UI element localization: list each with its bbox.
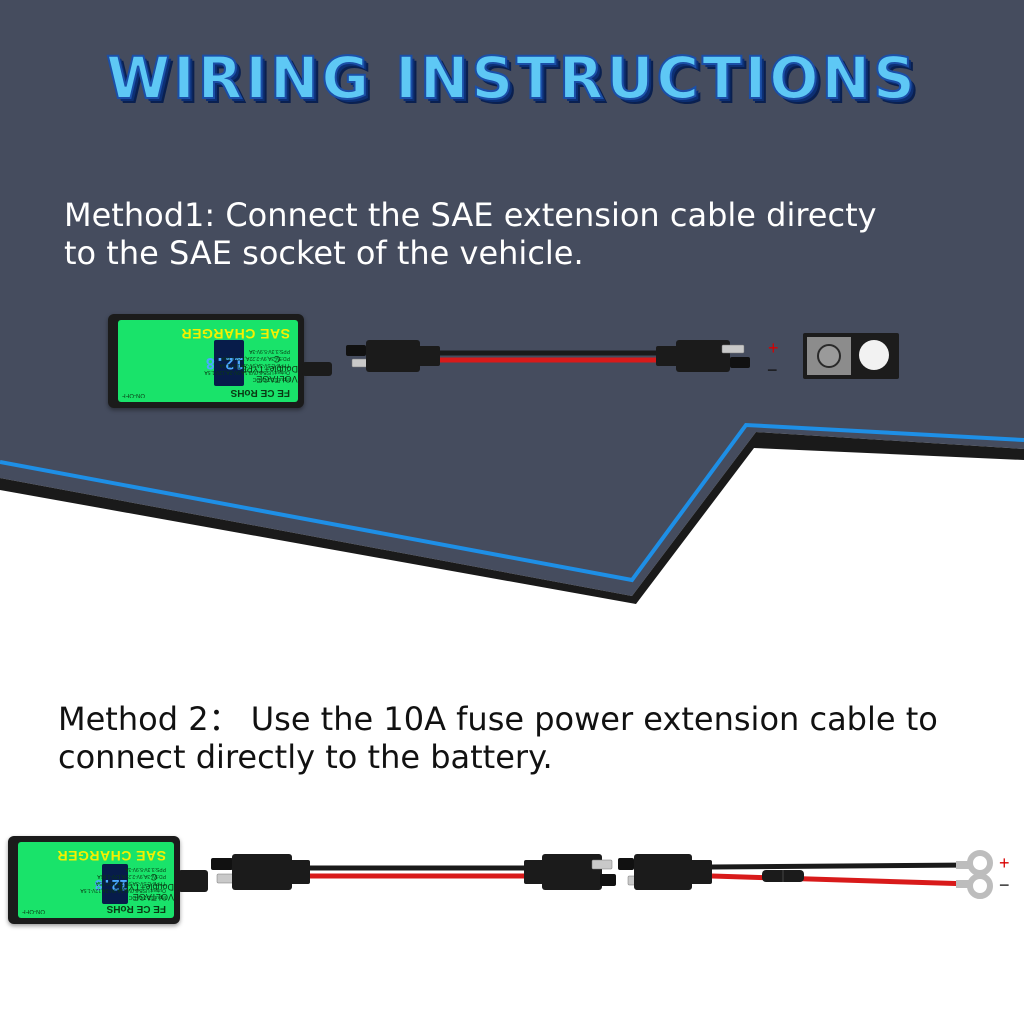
page-title: WIRING INSTRUCTIONS (105, 43, 918, 113)
charger-switch-tab (178, 870, 208, 892)
method2-line1: Method 2： Use the 10A fuse power extensi… (58, 700, 938, 738)
spec-line: PPS:3.3V-5.9V-3A (125, 866, 166, 872)
spec-line: Input:12-24V DC (128, 894, 166, 900)
m2-mid-plug-boot (524, 860, 544, 884)
method2-text: Method 2： Use the 10A fuse power extensi… (58, 700, 998, 776)
m2-fuse-plug-boot (690, 860, 712, 884)
m1-left-plug-body (366, 340, 420, 372)
vehicle-sae-socket (803, 333, 899, 379)
m2-fuse-wire-black (711, 862, 973, 870)
sae-charger-method2: SAE CHARGER 12.8 VOLTAGE Double+TYPE-C F… (8, 836, 180, 924)
spec-line: Input:12-24V DC (252, 376, 290, 382)
spec-text: Input:12-24V DC Output:USB:5.0V3.1A,9V-2… (76, 865, 166, 900)
spec-line: Output:USB:5.0V3.1A,9V-2A,12V-1.5A (204, 369, 290, 375)
polarity-positive: + (999, 853, 1010, 873)
ring-terminal-negative (956, 873, 993, 899)
method1-sae-extension-cable (346, 340, 750, 372)
m2-left-plug-boot (290, 860, 310, 884)
spec-line: PPS:3.3V-5.9V-3A (249, 348, 290, 354)
charger-switch-tab (302, 362, 332, 376)
charger-face-content: SAE CHARGER 12.8 VOLTAGE Double+TYPE-C F… (118, 320, 298, 402)
black-band (0, 432, 1024, 604)
spec-line: Output:USB:5.0V3.1A,9V-2A,12V-1.5A (80, 887, 166, 893)
spec-line: TYPE-C:5V-3A,9V-2A,12V-1.5A (95, 880, 166, 886)
method2-fuse-ring-terminal-cable (618, 850, 993, 899)
m1-right-plug-boot (656, 346, 678, 366)
spec-line: PD:5V-3A,9V-2.22A,12V-1.66A (221, 355, 290, 361)
sae-charger-method1: SAE CHARGER 12.8 VOLTAGE Double+TYPE-C F… (108, 314, 304, 408)
m1-right-plug-tip (730, 357, 750, 368)
polarity-positive: + (768, 338, 779, 358)
m2-mid-plug-tip (600, 874, 616, 886)
method1-line2: to the SAE socket of the vehicle. (64, 234, 584, 272)
m2-mid-plug-body (542, 854, 602, 890)
switch-label: ON-OFF (122, 392, 145, 398)
switch-label: ON-OFF (22, 908, 45, 914)
socket-contact (859, 340, 889, 370)
socket-ring (817, 344, 841, 368)
polarity-negative: − (999, 875, 1010, 895)
certifications-label: FE CE RoHS (230, 387, 290, 398)
m2-mid-plug-pin (591, 859, 613, 870)
polarity-negative: − (767, 360, 778, 380)
m1-right-plug-pin (721, 344, 745, 354)
m2-fuse-plug-tip (618, 858, 634, 870)
m1-left-plug-tip (346, 345, 366, 356)
m2-fuse-wire-red (711, 873, 973, 887)
spec-line: PD:5V-3A,9V-2.22A,12V-1.66A (97, 873, 166, 879)
charger-name: SAE CHARGER (57, 848, 166, 864)
charger-face: SAE CHARGER 12.8 VOLTAGE Double+TYPE-C F… (118, 320, 298, 402)
dark-panel (0, 0, 1024, 596)
charger-face: SAE CHARGER 12.8 VOLTAGE Double+TYPE-C F… (18, 842, 174, 918)
method2-sae-extension-cable (211, 854, 616, 890)
certifications-label: FE CE RoHS (106, 903, 166, 914)
method2-line2: connect directly to the battery. (58, 738, 553, 776)
m1-left-plug-boot (418, 346, 440, 366)
method1-line1: Method1: Connect the SAE extension cable… (64, 196, 877, 234)
m2-fuse-plug-body (634, 854, 692, 890)
blue-accent-line (0, 422, 1024, 583)
m2-left-plug-body (232, 854, 292, 890)
ring-terminal-positive (956, 850, 993, 876)
method1-text: Method1: Connect the SAE extension cable… (64, 196, 964, 272)
m1-right-plug-body (676, 340, 730, 372)
spec-text: Input:12-24V DC Output:USB:5.0V3.1A,9V-2… (190, 347, 290, 382)
spec-line: TYPE-C:5V-3A,9V-2A,12V-1.5A (219, 362, 290, 368)
m2-left-plug-tip (211, 858, 233, 870)
charger-face-content: SAE CHARGER 12.8 VOLTAGE Double+TYPE-C F… (18, 842, 174, 918)
